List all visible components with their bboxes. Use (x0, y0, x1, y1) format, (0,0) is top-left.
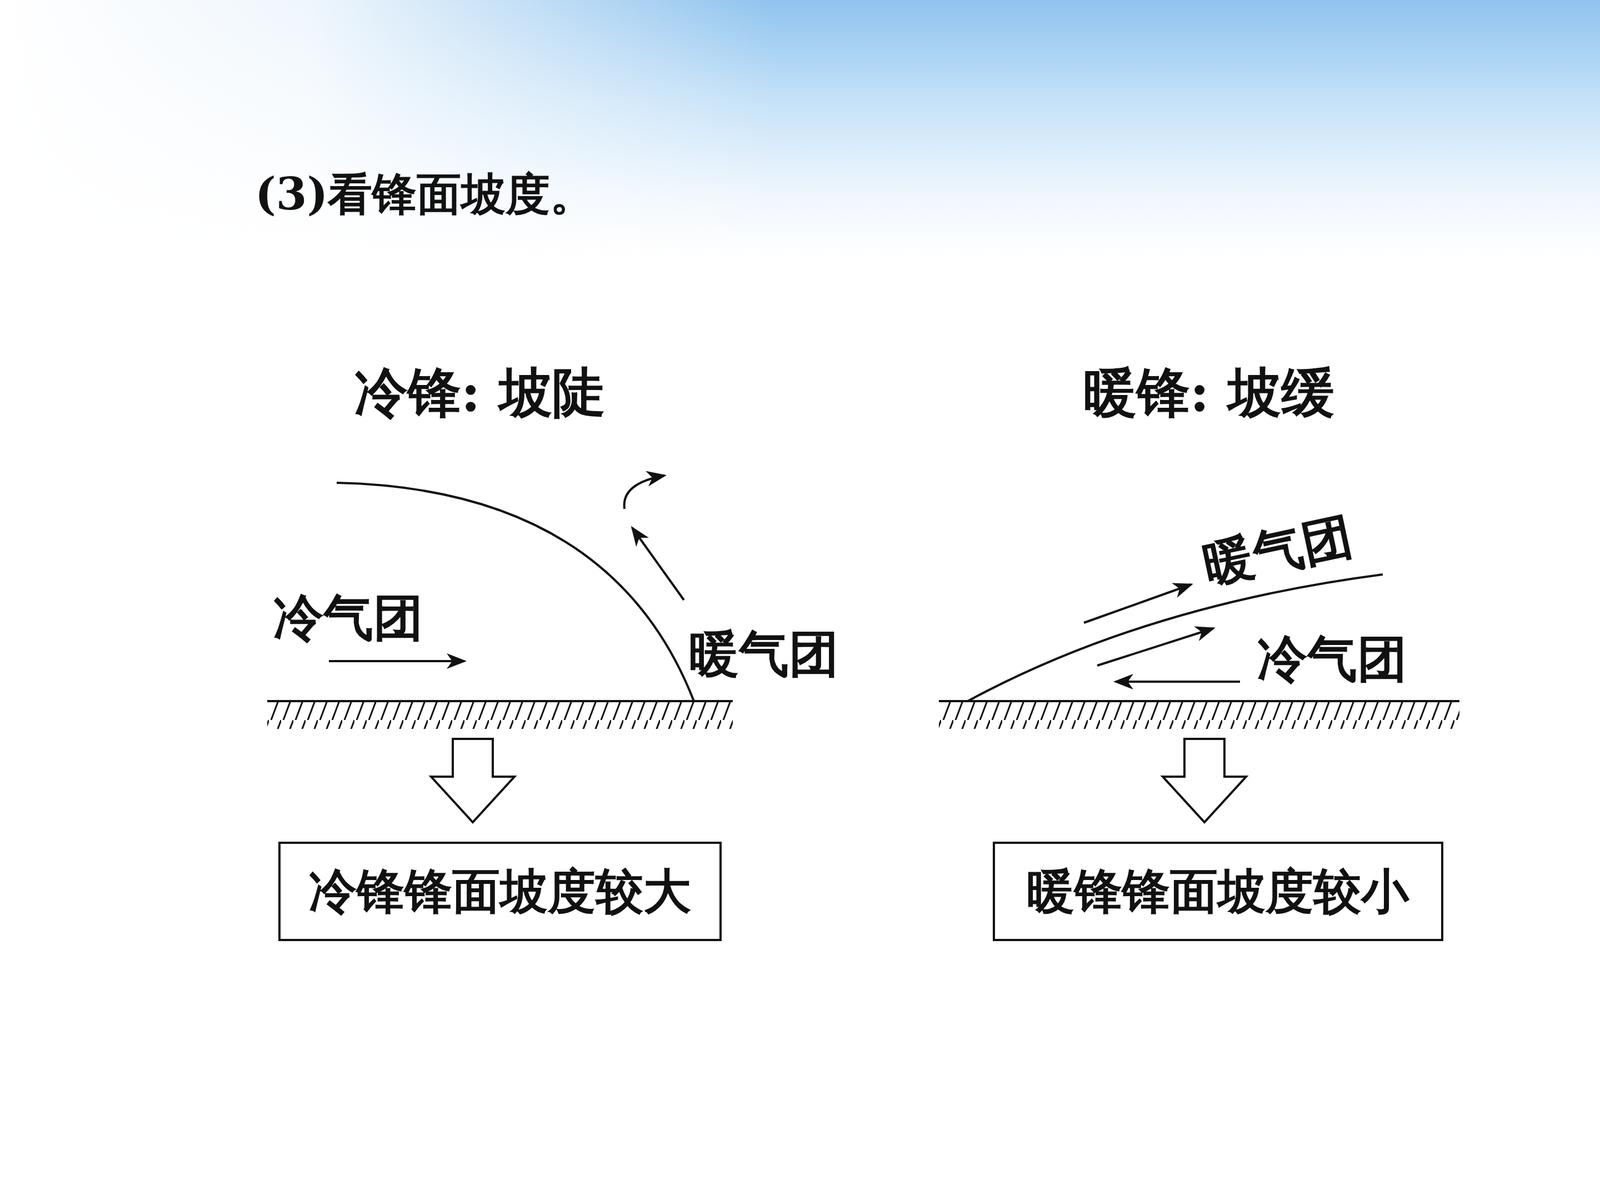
front-heading: 暖锋: 坡缓 (1083, 363, 1335, 423)
air-mass-label: 冷气团 (1257, 631, 1408, 687)
slide-title: (3)看锋面坡度。 (255, 169, 595, 219)
cold-air-arrow (1115, 680, 1240, 683)
front-heading: 冷锋: 坡陡 (354, 363, 607, 423)
air-mass-label: 暖气团 (688, 626, 839, 682)
warm-air-arrow (1083, 584, 1192, 623)
air-mass-label: 暖气团 (1198, 507, 1358, 593)
ground-hatch (267, 702, 733, 729)
ground-line (938, 700, 1460, 703)
ground-line (267, 700, 733, 703)
cold-air-arrow (328, 660, 465, 663)
result-box: 暖锋锋面坡度较小 (992, 841, 1444, 942)
warm-air-arrow (624, 475, 665, 509)
hollow-arrow (1162, 738, 1247, 823)
box-text: 暖锋锋面坡度较小 (1026, 865, 1409, 918)
hollow-arrow (431, 738, 515, 823)
air-mass-label: 冷气团 (273, 590, 424, 645)
result-box: 冷锋锋面坡度较大 (278, 841, 722, 942)
warm-air-arrow (632, 527, 684, 600)
ground-hatch (938, 702, 1460, 729)
box-text: 冷锋锋面坡度较大 (308, 865, 692, 918)
warm-air-arrow (1097, 628, 1214, 666)
